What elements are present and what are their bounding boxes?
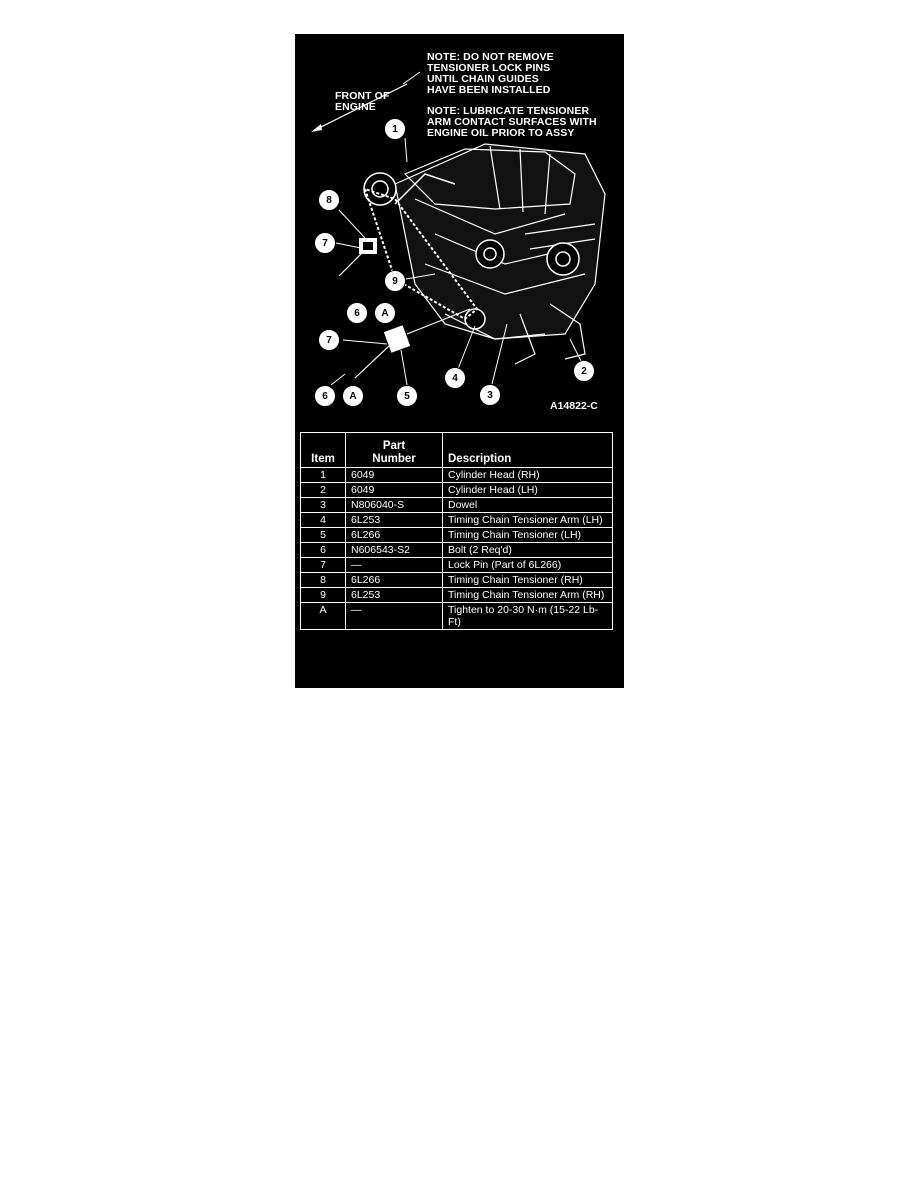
cell-description: Timing Chain Tensioner (LH) <box>442 527 613 543</box>
callout-5: 5 <box>396 385 418 407</box>
callout-7-upper: 7 <box>314 232 336 254</box>
note-lubricate: NOTE: LUBRICATE TENSIONER ARM CONTACT SU… <box>427 105 597 139</box>
figure-panel: NOTE: DO NOT REMOVE TENSIONER LOCK PINS … <box>295 34 624 688</box>
cell-part: 6L266 <box>345 527 443 543</box>
table-row: 4 6L253 Timing Chain Tensioner Arm (LH) <box>300 512 613 528</box>
table-row: 3 N806040-S Dowel <box>300 497 613 513</box>
cell-part: N606543-S2 <box>345 542 443 558</box>
table-row: A — Tighten to 20-30 N·m (15-22 Lb-Ft) <box>300 602 613 630</box>
cell-part: N806040-S <box>345 497 443 513</box>
cell-part: — <box>345 557 443 573</box>
engine-diagram: NOTE: DO NOT REMOVE TENSIONER LOCK PINS … <box>295 34 624 429</box>
cell-item: A <box>300 602 346 630</box>
cell-part: 6049 <box>345 482 443 498</box>
cell-part: 6L253 <box>345 587 443 603</box>
table-row: 5 6L266 Timing Chain Tensioner (LH) <box>300 527 613 543</box>
cell-item: 9 <box>300 587 346 603</box>
cell-part: 6L253 <box>345 512 443 528</box>
cell-description: Lock Pin (Part of 6L266) <box>442 557 613 573</box>
cell-item: 2 <box>300 482 346 498</box>
cell-description: Timing Chain Tensioner Arm (LH) <box>442 512 613 528</box>
front-arrow-head <box>311 124 322 132</box>
callout-9: 9 <box>384 270 406 292</box>
front-leader <box>402 71 421 85</box>
header-part-number: Part Number <box>345 432 443 468</box>
callout-3: 3 <box>479 384 501 406</box>
figure-id: A14822-C <box>550 400 598 412</box>
engine-block <box>394 143 606 365</box>
note-lock-pins: NOTE: DO NOT REMOVE TENSIONER LOCK PINS … <box>427 51 554 96</box>
cell-description: Tighten to 20-30 N·m (15-22 Lb-Ft) <box>442 602 613 630</box>
table-row: 1 6049 Cylinder Head (RH) <box>300 467 613 483</box>
callout-8: 8 <box>318 189 340 211</box>
cell-part: 6049 <box>345 467 443 483</box>
cell-description: Bolt (2 Req'd) <box>442 542 613 558</box>
table-row: 9 6L253 Timing Chain Tensioner Arm (RH) <box>300 587 613 603</box>
cell-item: 1 <box>300 467 346 483</box>
callout-6-upper: 6 <box>346 302 368 324</box>
cell-item: 6 <box>300 542 346 558</box>
cell-item: 4 <box>300 512 346 528</box>
callout-7-lower: 7 <box>318 329 340 351</box>
cell-part: 6L266 <box>345 572 443 588</box>
cell-part: — <box>345 602 443 630</box>
table-header-row: Item Part Number Description <box>300 432 613 468</box>
table-row: 6 N606543-S2 Bolt (2 Req'd) <box>300 542 613 558</box>
leader-lines <box>330 137 584 386</box>
callout-a-lower: A <box>342 385 364 407</box>
front-of-engine-label: FRONT OF ENGINE <box>335 90 390 113</box>
cell-description: Timing Chain Tensioner Arm (RH) <box>442 587 613 603</box>
engine-illustration <box>311 71 606 386</box>
cell-description: Cylinder Head (RH) <box>442 467 613 483</box>
cell-item: 5 <box>300 527 346 543</box>
callout-6-lower: 6 <box>314 385 336 407</box>
table-row: 8 6L266 Timing Chain Tensioner (RH) <box>300 572 613 588</box>
header-description: Description <box>442 432 613 468</box>
cell-item: 7 <box>300 557 346 573</box>
callout-4: 4 <box>444 367 466 389</box>
parts-table: Item Part Number Description 1 6049 Cyli… <box>300 432 613 630</box>
tensioner-lh <box>383 325 411 353</box>
callout-a-upper: A <box>374 302 396 324</box>
callout-1: 1 <box>384 118 406 140</box>
table-row: 7 — Lock Pin (Part of 6L266) <box>300 557 613 573</box>
front-arrow-line <box>314 83 408 131</box>
cell-description: Timing Chain Tensioner (RH) <box>442 572 613 588</box>
callout-2: 2 <box>573 360 595 382</box>
cell-item: 3 <box>300 497 346 513</box>
table-row: 2 6049 Cylinder Head (LH) <box>300 482 613 498</box>
cell-item: 8 <box>300 572 346 588</box>
header-item: Item <box>300 432 346 468</box>
cell-description: Dowel <box>442 497 613 513</box>
cell-description: Cylinder Head (LH) <box>442 482 613 498</box>
